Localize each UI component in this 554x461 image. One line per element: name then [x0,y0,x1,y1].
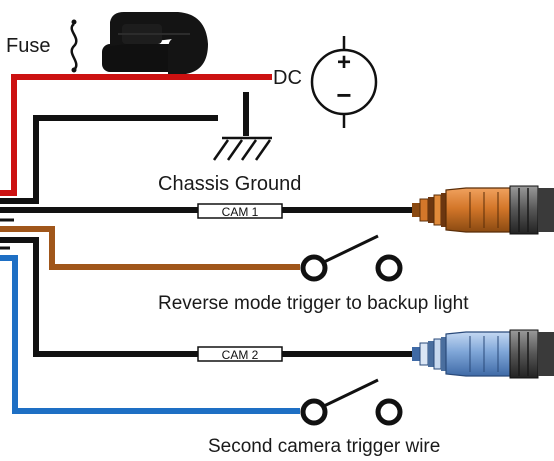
cam2-tag-box [197,346,283,362]
battery-icon [310,36,378,128]
chassis-ground-label: Chassis Ground [158,173,301,195]
ground-icon [212,136,272,161]
battery-negative-sign: − [336,80,351,110]
cam1-tag-label: CAM 1 [222,205,259,219]
cam1-tag-box [197,203,283,219]
second-switch-icon [300,378,403,426]
cam2-tag-label: CAM 2 [222,348,259,362]
fuse-symbol-icon [70,23,78,71]
cam1-rca-plug-icon [412,185,554,235]
battery-positive-sign: + [337,49,351,76]
reverse-trigger-label: Reverse mode trigger to backup light [158,293,469,314]
black-ground-wire [0,92,249,204]
brown-trigger-wire [0,226,300,270]
second-trigger-label: Second camera trigger wire [208,436,440,457]
fuse-label: Fuse [6,35,50,57]
dc-label: DC [273,67,302,89]
red-power-wire [0,74,272,196]
reverse-switch-icon [300,234,403,282]
wire-bundle-end [0,218,14,250]
blue-trigger-wire [0,255,300,414]
fuse-holder-icon [102,12,208,74]
cam2-rca-plug-icon [412,329,554,379]
